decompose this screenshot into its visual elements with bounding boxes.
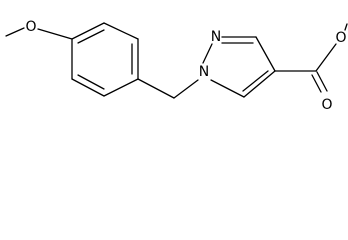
bond-benzene-5 — [71, 78, 105, 97]
bond-benzene-1 — [71, 22, 105, 40]
atom-labels: O N N O O — [25, 19, 346, 113]
bond-ch2-n1 — [173, 79, 199, 99]
bond-benzene-4 — [103, 78, 139, 97]
bond-c5-n1 — [210, 79, 245, 98]
molecule-structure: O N N O O — [5, 19, 348, 113]
bond-ring-ch2 — [137, 78, 175, 99]
atom-ester-oxygen: O — [335, 30, 346, 46]
bond-ester-o-methyl — [344, 23, 348, 31]
bonds — [5, 22, 348, 99]
bond-benzene-double-a — [77, 29, 105, 44]
bond-methoxy-o-ring — [37, 28, 73, 40]
bond-benzene-2 — [103, 22, 139, 40]
atom-carbonyl-oxygen: O — [321, 97, 332, 113]
bond-carbonyl-double-b — [311, 74, 322, 93]
bond-carbonyl-ester-o — [315, 43, 337, 72]
bond-carbonyl-double-a — [316, 71, 328, 92]
atom-pyrazole-n2: N — [211, 29, 221, 45]
bond-c4-c5-double — [242, 70, 269, 92]
atom-methoxy-oxygen: O — [25, 19, 36, 35]
bond-c4-c5-single — [243, 70, 276, 98]
bond-c3-c4 — [255, 36, 276, 72]
bond-methyl-methoxy-o — [5, 27, 25, 37]
atom-pyrazole-n1: N — [199, 64, 209, 80]
bond-n1-n2 — [202, 43, 213, 64]
bond-benzene-double-c — [77, 74, 105, 90]
